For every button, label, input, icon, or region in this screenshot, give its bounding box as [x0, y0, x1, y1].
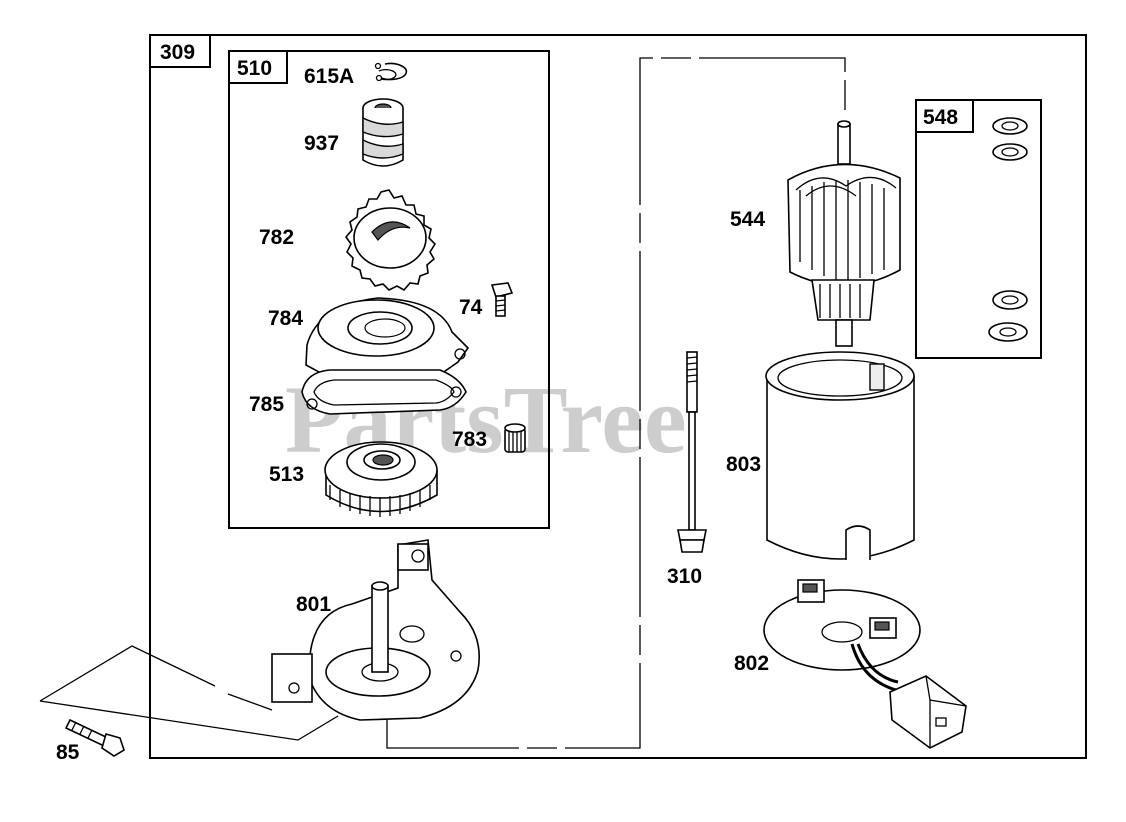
label-802[interactable]: 802	[734, 652, 769, 675]
through-bolt-310[interactable]	[677, 351, 707, 553]
box-label-548[interactable]: 548	[923, 106, 958, 129]
pinion-783[interactable]	[504, 423, 526, 453]
label-803[interactable]: 803	[726, 453, 761, 476]
label-74[interactable]: 74	[459, 296, 483, 319]
bolt-85[interactable]	[64, 718, 125, 757]
retaining-ring-615a[interactable]	[374, 62, 408, 82]
gasket-785[interactable]	[301, 369, 467, 415]
brush-plate-802[interactable]	[763, 579, 921, 692]
box-label-510[interactable]: 510	[237, 57, 272, 80]
assembly-box-309: 309	[149, 34, 1087, 759]
washers-548[interactable]	[988, 117, 1028, 342]
screw-74[interactable]	[490, 282, 514, 317]
housing-784[interactable]	[305, 297, 470, 379]
callout-85	[39, 645, 339, 741]
label-615a[interactable]: 615A	[304, 65, 354, 88]
label-782[interactable]: 782	[259, 226, 294, 249]
label-513[interactable]: 513	[269, 463, 304, 486]
label-783[interactable]: 783	[452, 428, 487, 451]
housing-shell-803[interactable]	[765, 351, 915, 560]
label-544[interactable]: 544	[730, 208, 765, 231]
washer-group-box-548: 548	[915, 99, 1042, 359]
label-85[interactable]: 85	[56, 741, 80, 764]
label-937[interactable]: 937	[304, 132, 339, 155]
helix-937[interactable]	[362, 98, 404, 167]
label-801[interactable]: 801	[296, 593, 331, 616]
drive-group-box-510: 510	[228, 50, 550, 529]
ring-gear-513[interactable]	[324, 441, 438, 517]
end-cap-801[interactable]	[271, 539, 480, 721]
connector-line	[386, 57, 846, 749]
gear-782[interactable]	[344, 189, 437, 292]
wire-connector-802[interactable]	[889, 675, 967, 749]
label-785[interactable]: 785	[249, 393, 284, 416]
armature-544[interactable]	[787, 120, 901, 347]
label-784[interactable]: 784	[268, 307, 303, 330]
label-310[interactable]: 310	[667, 565, 702, 588]
box-label-309[interactable]: 309	[160, 41, 195, 64]
